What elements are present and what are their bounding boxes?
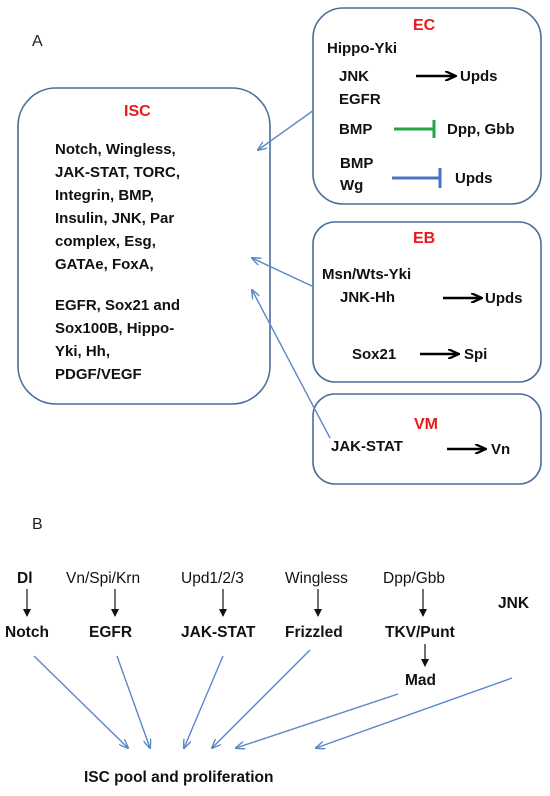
egfr-to-isc-arrow <box>116 655 150 748</box>
mad-label: Mad <box>405 672 436 689</box>
ec-box: EC Hippo-Yki JNK EGFR Upds BMP Dpp, Gbb … <box>312 7 542 205</box>
ligand-wingless: Wingless <box>285 570 348 587</box>
vm-jak-stat: JAK-STAT <box>331 438 403 455</box>
isc-line: EGFR, Sox21 and <box>55 297 180 314</box>
panel-b-label: B <box>32 516 43 533</box>
ec-bmp-2: BMP <box>340 155 373 172</box>
ec-hippo-yki: Hippo-Yki <box>327 40 397 57</box>
isc-line: PDGF/VEGF <box>55 366 142 383</box>
ec-green-inhibition <box>394 120 436 138</box>
jakstat-to-isc-arrow <box>184 655 224 748</box>
vm-box: VM JAK-STAT Vn <box>312 393 542 485</box>
eb-box: EB Msn/Wts-Yki JNK-Hh Upds Sox21 Spi <box>312 221 542 383</box>
receptor-jak-stat: JAK-STAT <box>181 624 256 641</box>
ec-upds-1: Upds <box>460 68 498 85</box>
ec-egfr: EGFR <box>339 91 381 108</box>
ec-to-isc-arrow <box>258 109 315 150</box>
eb-sox21: Sox21 <box>352 346 396 363</box>
isc-line: Insulin, JNK, Par <box>55 210 174 227</box>
isc-factor-list: Notch, Wingless, JAK-STAT, TORC, Integri… <box>55 141 180 383</box>
ec-blue-inhibition <box>392 168 442 188</box>
ligand-vn-spi-krn: Vn/Spi/Krn <box>66 570 140 587</box>
receptor-egfr: EGFR <box>89 624 132 641</box>
receptor-frizzled: Frizzled <box>285 624 343 641</box>
receptor-tkv-punt: TKV/Punt <box>385 624 455 641</box>
receptor-notch: Notch <box>5 624 49 641</box>
mad-to-isc-arrow <box>236 693 399 748</box>
isc-line: GATAe, FoxA, <box>55 256 154 273</box>
isc-line: complex, Esg, <box>55 233 156 250</box>
eb-to-isc-arrow <box>252 258 315 288</box>
vm-to-isc-arrow <box>252 290 331 439</box>
ec-upds-2: Upds <box>455 170 493 187</box>
eb-msn-wts-yki: Msn/Wts-Yki <box>322 266 411 283</box>
eb-jnk-hh: JNK-Hh <box>340 289 395 306</box>
isc-line: Sox100B, Hippo- <box>55 320 174 337</box>
ligand-dpp-gbb: Dpp/Gbb <box>383 570 445 587</box>
jnk-label: JNK <box>498 595 530 612</box>
ligand-upd: Upd1/2/3 <box>181 570 244 587</box>
notch-to-isc-arrow <box>33 655 128 748</box>
isc-line: Integrin, BMP, <box>55 187 154 204</box>
ec-dpp-gbb: Dpp, Gbb <box>447 121 515 138</box>
eb-upds: Upds <box>485 290 523 307</box>
ec-wg: Wg <box>340 177 363 194</box>
isc-box: ISC Notch, Wingless, JAK-STAT, TORC, Int… <box>17 87 271 405</box>
isc-line: Yki, Hh, <box>55 343 110 360</box>
isc-title: ISC <box>124 103 151 120</box>
isc-line: JAK-STAT, TORC, <box>55 164 180 181</box>
ligand-dl: Dl <box>17 570 33 587</box>
vm-vn: Vn <box>491 441 510 458</box>
jnk-to-isc-arrow <box>316 677 513 748</box>
frizzled-to-isc-arrow <box>212 649 311 748</box>
vm-title: VM <box>414 416 438 433</box>
isc-line: Notch, Wingless, <box>55 141 176 158</box>
eb-spi: Spi <box>464 346 487 363</box>
ec-jnk: JNK <box>339 68 369 85</box>
panel-a-label: A <box>32 33 43 50</box>
ec-bmp: BMP <box>339 121 372 138</box>
eb-title: EB <box>413 230 435 247</box>
isc-pool-label: ISC pool and proliferation <box>84 769 273 786</box>
ec-title: EC <box>413 17 436 34</box>
